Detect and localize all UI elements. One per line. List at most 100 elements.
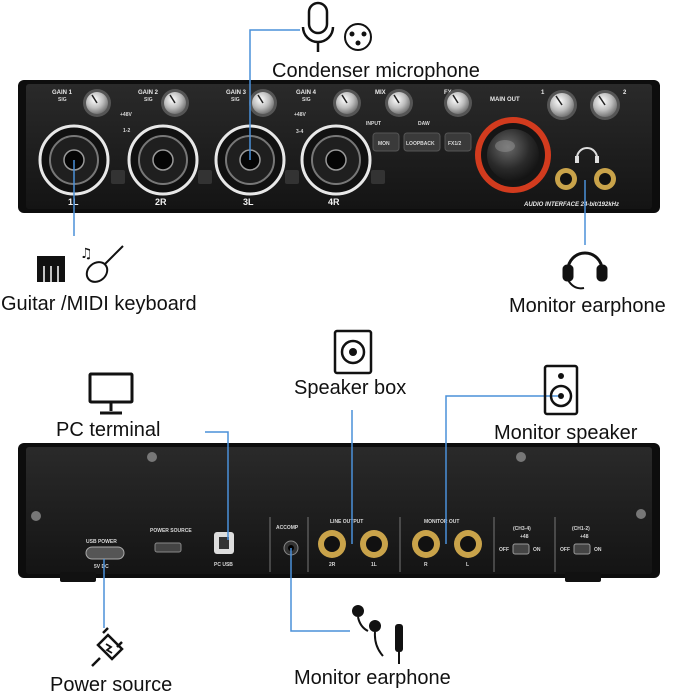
sig-1-label: SIG bbox=[58, 97, 67, 103]
port-4r-label: 4R bbox=[328, 197, 340, 207]
ch34-off-label: OFF bbox=[499, 547, 509, 553]
screw bbox=[31, 511, 41, 521]
gain-3-knob[interactable] bbox=[249, 89, 277, 117]
mix-label: MIX bbox=[375, 90, 386, 96]
ch12-phantom-label: +48 bbox=[580, 534, 589, 540]
inst-switch-2[interactable] bbox=[198, 170, 212, 184]
headset-icon bbox=[562, 251, 608, 290]
power-source-label: POWER SOURCE bbox=[150, 528, 192, 534]
line-output-label: LINE OUTPUT bbox=[330, 519, 363, 525]
output-2-knob[interactable] bbox=[590, 90, 620, 120]
phantom-12-channels: 1-2 bbox=[123, 128, 130, 134]
power-source-switch[interactable] bbox=[154, 542, 182, 553]
monitor-out-r-label: R bbox=[424, 562, 428, 568]
mon-button-label: MON bbox=[378, 141, 390, 147]
inst-switch-3[interactable] bbox=[285, 170, 299, 184]
line-out-jack-2r[interactable] bbox=[318, 530, 346, 558]
line-out-1l-label: 1L bbox=[371, 562, 377, 568]
out-1-label: 1 bbox=[541, 90, 545, 96]
gain-2-knob[interactable] bbox=[161, 89, 189, 117]
condenser-microphone-label: Condenser microphone bbox=[272, 60, 480, 82]
ch34-on-label: ON bbox=[533, 547, 541, 553]
usb-c-port[interactable] bbox=[85, 546, 125, 560]
power-source-callout-label: Power source bbox=[50, 674, 173, 696]
inst-switch-1[interactable] bbox=[111, 170, 125, 184]
ch34-phantom-label: +48 bbox=[520, 534, 529, 540]
sig-4-label: SIG bbox=[302, 97, 311, 103]
model-text: AUDIO INTERFACE 24-bit/192kHz bbox=[523, 202, 619, 208]
monitor-out-l-label: L bbox=[466, 562, 469, 568]
monitor-out-jack-r[interactable] bbox=[412, 530, 440, 558]
gain-4-label: GAIN 4 bbox=[296, 90, 317, 96]
ch34-label: (CH3-4) bbox=[513, 526, 531, 532]
ch12-phantom-switch[interactable] bbox=[573, 543, 591, 555]
phantom-34-label: +48V bbox=[294, 112, 306, 118]
ch34-phantom-switch[interactable] bbox=[512, 543, 530, 555]
gain-3-label: GAIN 3 bbox=[226, 90, 247, 96]
svg-text:♫: ♫ bbox=[80, 246, 93, 262]
screw bbox=[636, 509, 646, 519]
monitor-earphone-bottom-label: Monitor earphone bbox=[294, 667, 451, 689]
monitor-speaker-label: Monitor speaker bbox=[494, 422, 638, 444]
power-plug-icon bbox=[91, 627, 124, 667]
output-1-knob[interactable] bbox=[547, 90, 577, 120]
ch12-off-label: OFF bbox=[560, 547, 570, 553]
pc-usb-label: PC USB bbox=[214, 562, 233, 568]
fx-knob[interactable] bbox=[444, 89, 472, 117]
monitor-speaker-icon bbox=[543, 364, 579, 416]
guitar-midi-keyboard-label: Guitar /MIDI keyboard bbox=[1, 293, 197, 315]
speaker-box-label: Speaker box bbox=[294, 377, 407, 399]
monitor-out-label: MONITOR OUT bbox=[424, 519, 459, 525]
phantom-12-label: +48V bbox=[120, 112, 132, 118]
rear-panel: USB POWER 5V DC POWER SOURCE PC USB ACCO… bbox=[18, 443, 660, 582]
main-out-knob[interactable] bbox=[475, 117, 551, 193]
headphone-jack-2[interactable] bbox=[594, 168, 616, 190]
earbuds-icon bbox=[352, 605, 403, 664]
port-2r-label: 2R bbox=[155, 197, 167, 207]
input-label: INPUT bbox=[366, 121, 381, 127]
gain-1-label: GAIN 1 bbox=[52, 90, 73, 96]
xlr-connector-icon bbox=[344, 23, 372, 51]
rubber-foot bbox=[565, 572, 601, 582]
microphone-icon bbox=[301, 1, 335, 52]
pc-terminal-label: PC terminal bbox=[56, 419, 161, 441]
gain-4-knob[interactable] bbox=[333, 89, 361, 117]
out-2-label: 2 bbox=[623, 90, 627, 96]
callout-lines bbox=[73, 29, 586, 632]
loopback-button-label: LOOPBACK bbox=[406, 141, 435, 147]
dc-label: 5V DC bbox=[94, 564, 109, 570]
main-out-label: MAIN OUT bbox=[490, 97, 520, 103]
screw bbox=[147, 452, 157, 462]
monitor-out-jack-l[interactable] bbox=[454, 530, 482, 558]
gain-1-knob[interactable] bbox=[83, 89, 111, 117]
ch12-on-label: ON bbox=[594, 547, 602, 553]
guitar-icon: ♫ bbox=[80, 245, 124, 283]
mon-button[interactable]: MON bbox=[372, 132, 400, 152]
loopback-button[interactable]: LOOPBACK bbox=[403, 132, 441, 152]
port-3l-label: 3L bbox=[243, 197, 254, 207]
headphone-jack-1[interactable] bbox=[555, 168, 577, 190]
mix-knob[interactable] bbox=[385, 89, 413, 117]
phantom-34-channels: 3-4 bbox=[296, 129, 303, 135]
accomp-label: ACCOMP bbox=[276, 525, 299, 531]
pc-monitor-icon bbox=[88, 372, 134, 415]
piano-keys-icon bbox=[37, 256, 65, 282]
ch12-label: (CH1-2) bbox=[572, 526, 590, 532]
speaker-box-icon bbox=[333, 329, 373, 375]
line-out-2r-label: 2R bbox=[329, 562, 336, 568]
daw-label: DAW bbox=[418, 121, 430, 127]
gain-2-label: GAIN 2 bbox=[138, 90, 159, 96]
sig-3-label: SIG bbox=[231, 97, 240, 103]
combo-input-4[interactable]: 4R bbox=[300, 124, 372, 207]
usb-power-label: USB POWER bbox=[86, 539, 117, 545]
line-out-jack-1l[interactable] bbox=[360, 530, 388, 558]
sig-2-label: SIG bbox=[144, 97, 153, 103]
monitor-earphone-top-label: Monitor earphone bbox=[509, 295, 666, 317]
headphone-icon bbox=[575, 147, 599, 163]
combo-input-2[interactable]: 2R bbox=[127, 124, 199, 207]
fx-label: FX bbox=[444, 90, 452, 96]
inst-switch-4[interactable] bbox=[371, 170, 385, 184]
fx12-button[interactable]: FX1/2 bbox=[444, 132, 472, 152]
fx12-button-label: FX1/2 bbox=[448, 141, 462, 147]
